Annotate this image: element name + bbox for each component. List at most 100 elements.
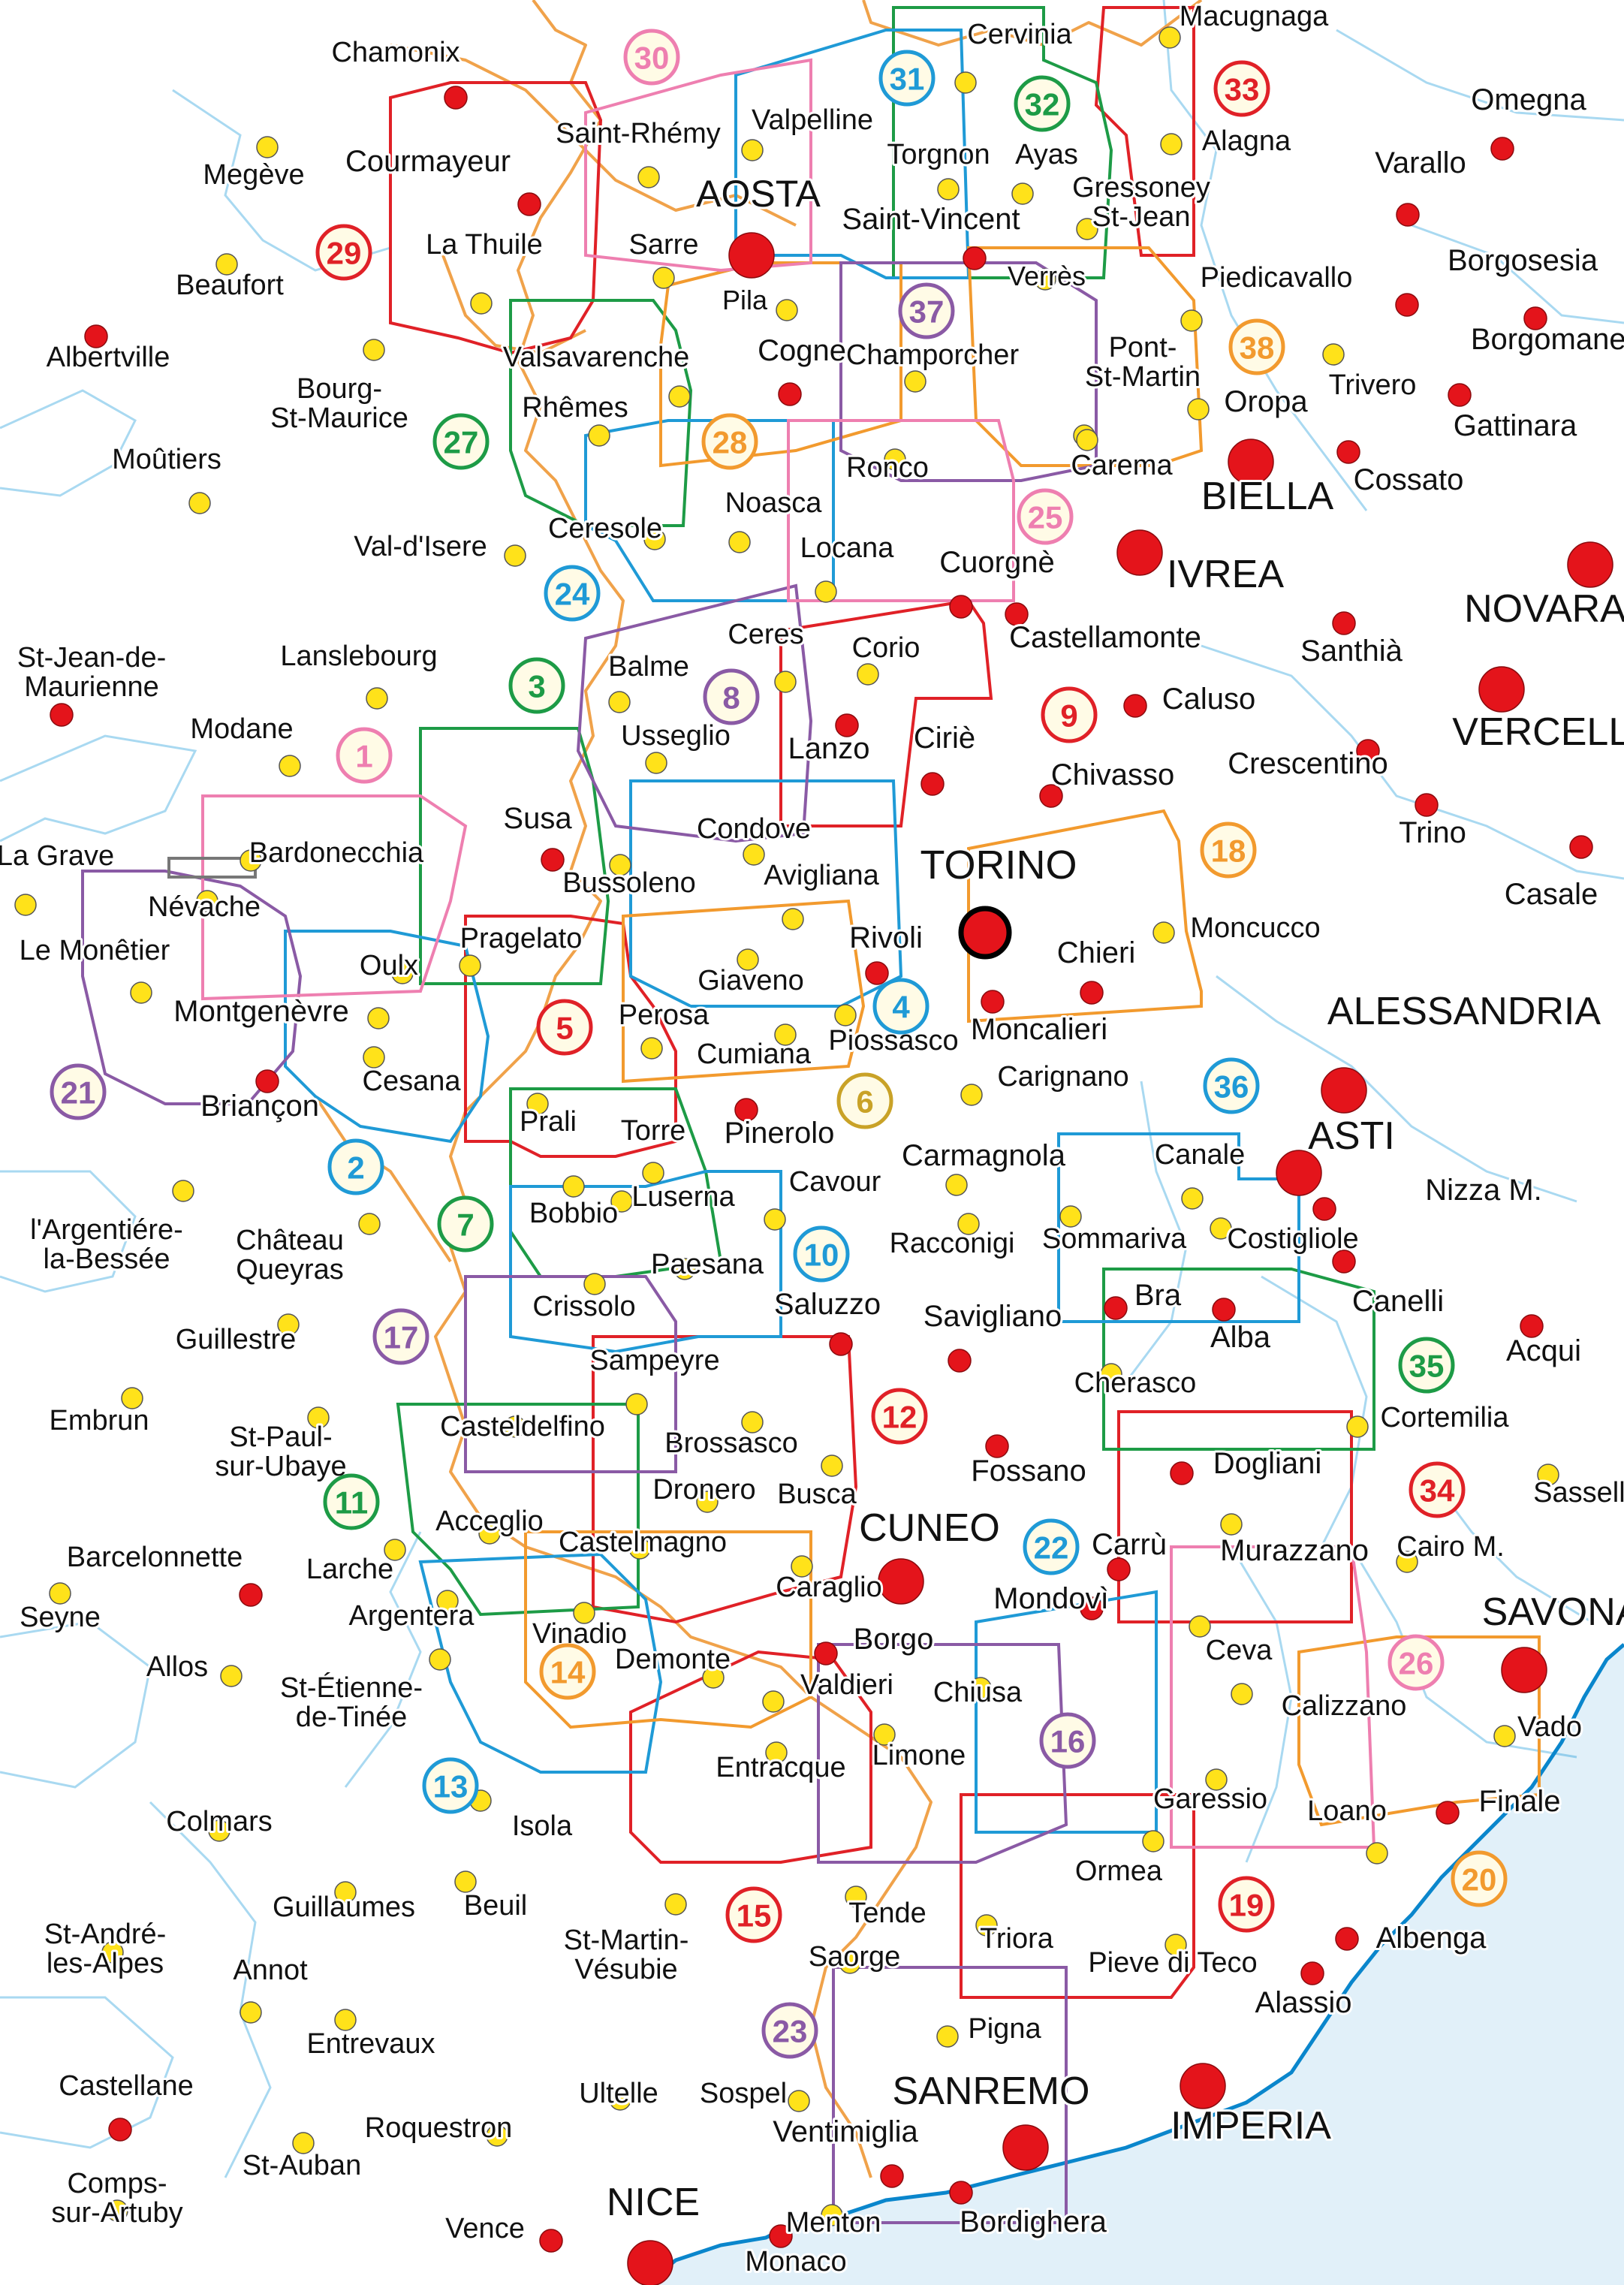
sheet-badge-35[interactable]: 35 — [1398, 1337, 1455, 1394]
sheet-badge-14[interactable]: 14 — [539, 1643, 596, 1700]
sheet-number: 4 — [892, 990, 910, 1025]
sheet-badge-25[interactable]: 25 — [1017, 488, 1074, 545]
sheet-badge-33[interactable]: 33 — [1213, 60, 1270, 117]
sheet-number: 6 — [856, 1084, 873, 1120]
cuneo-label: CUNEO — [859, 1506, 1000, 1550]
monaco-label: Monaco — [745, 2246, 846, 2277]
sheet-badge-28[interactable]: 28 — [701, 413, 758, 470]
admin-boundary — [1411, 224, 1624, 324]
sheet-badge-10[interactable]: 10 — [793, 1225, 850, 1283]
nice-marker — [627, 2240, 673, 2285]
sheet-badge-29[interactable]: 29 — [315, 224, 372, 281]
cirie-marker — [920, 772, 945, 796]
st-andre-les-alpes-label: St-André-les-Alpes — [44, 1919, 167, 1979]
casteldelfino-label: Casteldelfino — [440, 1411, 605, 1442]
sheet-badge-1[interactable]: 1 — [336, 727, 393, 784]
crescentino-marker — [1356, 739, 1380, 763]
label-line: NICE — [607, 2181, 700, 2224]
coast-line — [644, 1643, 1624, 2285]
sheet-badge-2[interactable]: 2 — [327, 1138, 384, 1195]
sheet-badge-23[interactable]: 23 — [761, 2002, 818, 2059]
st-andre-les-alpes-marker — [101, 1941, 124, 1964]
sheet-badge-11[interactable]: 11 — [323, 1473, 380, 1530]
sheet-badge-5[interactable]: 5 — [536, 999, 593, 1056]
sassello-label: Sassello — [1533, 1477, 1624, 1509]
sheet-number: 23 — [773, 2014, 808, 2049]
sheet-badge-32[interactable]: 32 — [1014, 75, 1071, 132]
ronco-label: Ronco — [846, 452, 929, 484]
acqui-label: Acqui — [1506, 1334, 1581, 1367]
sheet-badge-20[interactable]: 20 — [1451, 1850, 1508, 1907]
label-line: Corio — [852, 632, 920, 664]
label-line: Susa — [503, 802, 572, 835]
valsavarenche-marker — [668, 385, 691, 408]
sheet-badge-15[interactable]: 15 — [725, 1886, 782, 1943]
sospel-marker — [788, 2090, 810, 2112]
sheet-number: 18 — [1211, 834, 1246, 869]
label-line: les-Alpes — [47, 1948, 164, 1979]
carru-marker — [1107, 1557, 1131, 1581]
sheet-badge-12[interactable]: 12 — [871, 1388, 928, 1445]
sheet-badge-30[interactable]: 30 — [623, 29, 680, 86]
casale-label: Casale — [1505, 878, 1598, 911]
label-line: St-Jean — [1092, 201, 1191, 233]
sheet-badge-4[interactable]: 4 — [872, 978, 930, 1035]
sheet-badge-18[interactable]: 18 — [1200, 821, 1257, 879]
sheet-badge-17[interactable]: 17 — [372, 1308, 429, 1365]
label-line: Casale — [1505, 878, 1598, 911]
pragelato-marker — [459, 954, 481, 977]
sheet-badge-6[interactable]: 6 — [836, 1072, 893, 1129]
sheet-number: 22 — [1034, 1530, 1069, 1566]
sheet-badge-26[interactable]: 26 — [1387, 1634, 1445, 1691]
label-line: Guillestre — [176, 1324, 297, 1355]
calizzano-marker — [1231, 1683, 1253, 1705]
sheet-badge-9[interactable]: 9 — [1041, 686, 1098, 743]
bobbio-marker — [562, 1175, 585, 1198]
sheet-badge-36[interactable]: 36 — [1203, 1057, 1260, 1114]
beaufort-label: Beaufort — [176, 270, 284, 301]
brossasco-marker — [741, 1411, 764, 1433]
label-line: Modane — [190, 713, 293, 745]
label-line: Cervinia — [967, 19, 1072, 50]
label-line: Valsavarenche — [503, 342, 690, 373]
sheet-number: 16 — [1050, 1724, 1086, 1759]
sheet-number: 15 — [737, 1898, 772, 1934]
albenga-marker — [1335, 1927, 1359, 1951]
label-line: Bardonecchia — [249, 837, 424, 869]
label-line: Sarre — [629, 229, 699, 261]
sheet-badge-8[interactable]: 8 — [703, 668, 760, 725]
sheet-badge-circle — [793, 1225, 850, 1283]
label-line: Oropa — [1224, 385, 1308, 418]
murazzano-label: Murazzano — [1220, 1534, 1369, 1567]
montgenevre-marker — [367, 1007, 390, 1029]
sheet-badge-19[interactable]: 19 — [1218, 1876, 1275, 1933]
label-line: Santhià — [1300, 635, 1403, 668]
sheet-badge-31[interactable]: 31 — [878, 50, 936, 107]
sheet-badge-21[interactable]: 21 — [50, 1063, 107, 1120]
sheet-badge-22[interactable]: 22 — [1023, 1518, 1080, 1575]
label-line: Isola — [512, 1810, 573, 1842]
limone-label: Limone — [872, 1740, 966, 1771]
sheet-badge-24[interactable]: 24 — [544, 565, 601, 622]
label-line: l'Argentiére- — [30, 1214, 183, 1246]
sheet-badge-13[interactable]: 13 — [422, 1757, 479, 1814]
sheet-badge-38[interactable]: 38 — [1228, 318, 1285, 375]
sheet-badge-circle — [327, 1138, 384, 1195]
sheet-badge-7[interactable]: 7 — [437, 1195, 494, 1253]
costigliole-label: Costigliole — [1227, 1223, 1358, 1255]
sheet-badge-circle — [623, 29, 680, 86]
sheet-badge-34[interactable]: 34 — [1409, 1461, 1466, 1518]
sheet-frame-17 — [464, 1275, 677, 1473]
sheet-badge-37[interactable]: 37 — [898, 282, 955, 339]
alagna-label: Alagna — [1202, 125, 1291, 157]
sheet-badge-27[interactable]: 27 — [432, 413, 490, 470]
cossato-marker — [1336, 440, 1360, 464]
ceresole-label: Ceresole — [548, 513, 662, 544]
varallo-marker — [1396, 203, 1420, 227]
sheet-badge-16[interactable]: 16 — [1039, 1712, 1096, 1769]
pinerolo-label: Pinerolo — [725, 1117, 835, 1150]
sheet-badge-3[interactable]: 3 — [508, 657, 565, 714]
la-thuile-marker — [470, 292, 493, 315]
label-line: Courmayeur — [345, 145, 511, 178]
